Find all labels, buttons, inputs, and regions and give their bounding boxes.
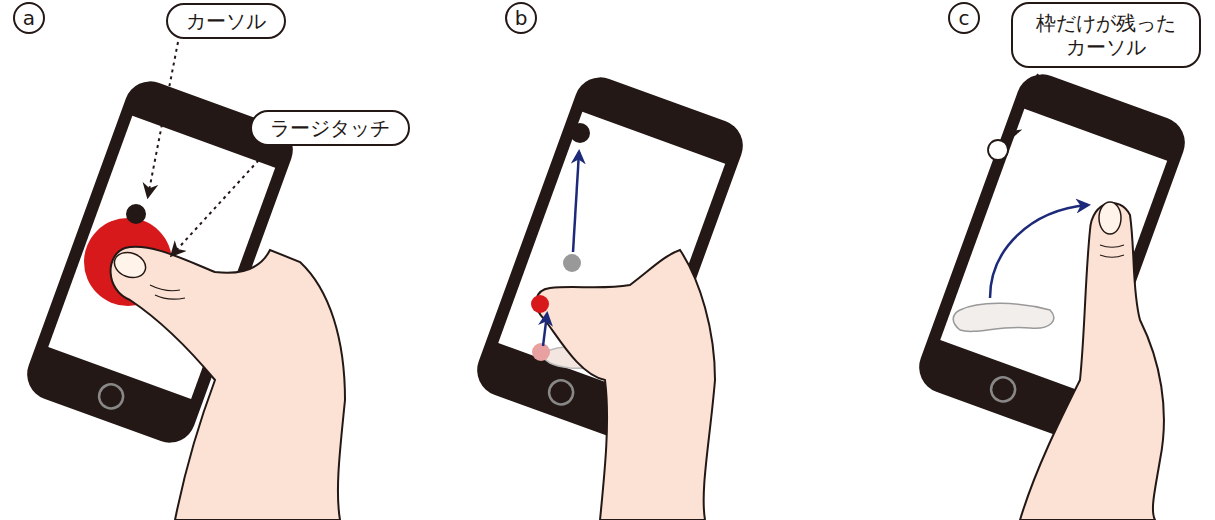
callout-text: ラージタッチ — [270, 116, 390, 140]
touch-start — [532, 343, 550, 361]
callout-box: 枠だけが残った カーソル — [1011, 2, 1201, 68]
panel-label: c — [948, 2, 980, 34]
callout-box: ラージタッチ — [250, 110, 410, 146]
hand — [1020, 203, 1164, 520]
hand — [111, 247, 345, 520]
cursor — [126, 204, 146, 224]
move-arrow — [543, 314, 547, 346]
callout-text: カーソル — [186, 9, 266, 33]
panel-letter: c — [959, 6, 970, 30]
panel-label: a — [13, 2, 45, 34]
move-arrow — [990, 205, 1088, 298]
touch-point — [531, 295, 549, 313]
hollow-cursor — [988, 140, 1008, 160]
cursor-start — [563, 254, 581, 272]
callout-box: カーソル — [166, 3, 286, 39]
thumbnail — [1099, 202, 1121, 234]
leader-line — [148, 42, 178, 196]
hand — [536, 250, 715, 520]
thumbnail — [111, 248, 149, 281]
leader-line — [1010, 74, 1038, 138]
move-arrow — [573, 152, 579, 252]
panel-label: b — [505, 2, 537, 34]
callout-text: 枠だけが残った カーソル — [1031, 11, 1181, 59]
panel-letter: b — [515, 6, 528, 30]
cursor — [570, 123, 590, 143]
ghost-thumb — [953, 303, 1054, 331]
panel-letter: a — [23, 6, 35, 30]
leader-line — [172, 150, 268, 255]
